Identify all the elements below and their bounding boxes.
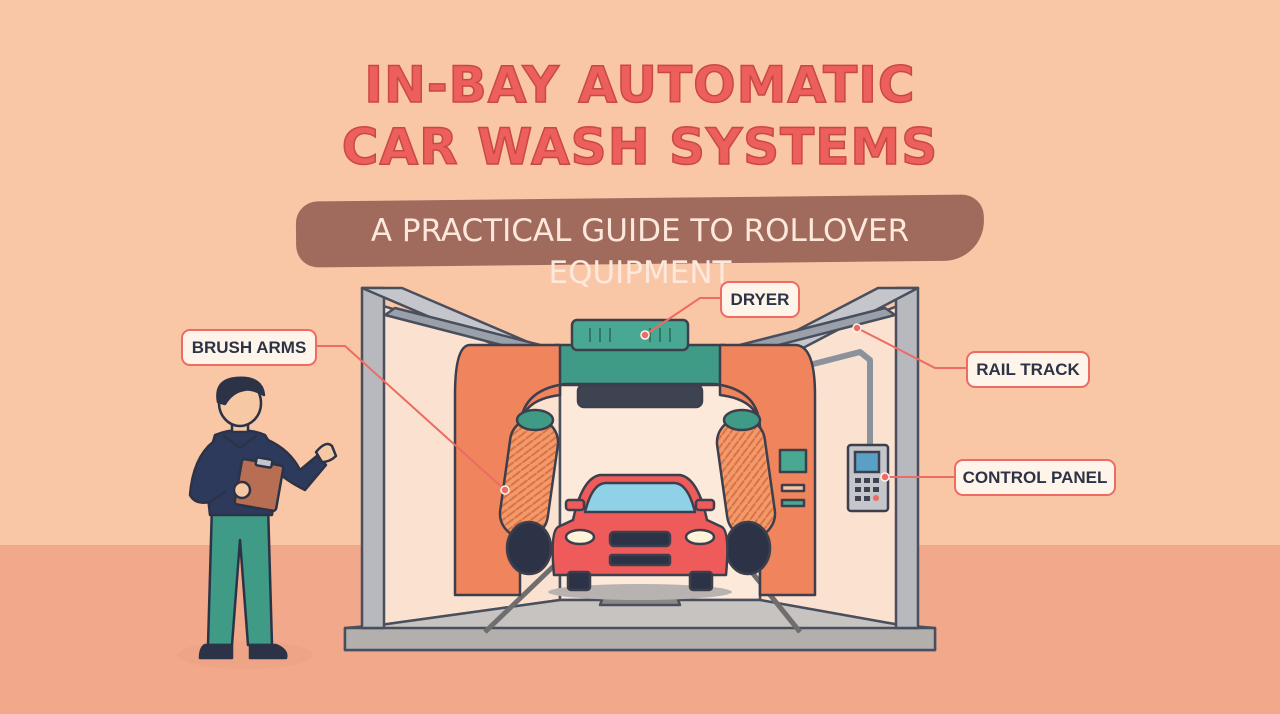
technician-figure bbox=[177, 376, 338, 669]
car-wheel-right bbox=[688, 570, 714, 592]
rail-track-leader bbox=[856, 327, 966, 369]
right-pillar bbox=[894, 286, 920, 630]
hair bbox=[216, 376, 266, 406]
car-wheel-left bbox=[566, 570, 592, 592]
dryer-nozzle bbox=[576, 383, 704, 409]
callout-rail-track: RAIL TRACK bbox=[966, 351, 1090, 388]
car-grille bbox=[608, 530, 672, 548]
subtitle: A PRACTICAL GUIDE TO ROLLOVER EQUIPMENT bbox=[370, 213, 910, 291]
title-line-1: IN-BAY AUTOMATIC bbox=[364, 55, 916, 115]
dryer-unit bbox=[570, 318, 690, 352]
brush-arms-leader bbox=[316, 345, 506, 491]
title-line-2: CAR WASH SYSTEMS bbox=[341, 117, 939, 177]
gantry-display bbox=[778, 448, 808, 474]
callout-dryer: DRYER bbox=[720, 281, 800, 318]
callout-control-panel: CONTROL PANEL bbox=[954, 459, 1116, 496]
car-windshield bbox=[583, 481, 697, 514]
callout-brush-arms: BRUSH ARMS bbox=[181, 329, 317, 366]
car bbox=[548, 473, 732, 600]
dryer-leader bbox=[644, 297, 720, 336]
pants bbox=[206, 503, 274, 647]
brush-left bbox=[498, 408, 560, 576]
brush-right bbox=[715, 408, 777, 576]
callout-lines bbox=[316, 297, 966, 495]
left-pillar bbox=[360, 286, 386, 630]
